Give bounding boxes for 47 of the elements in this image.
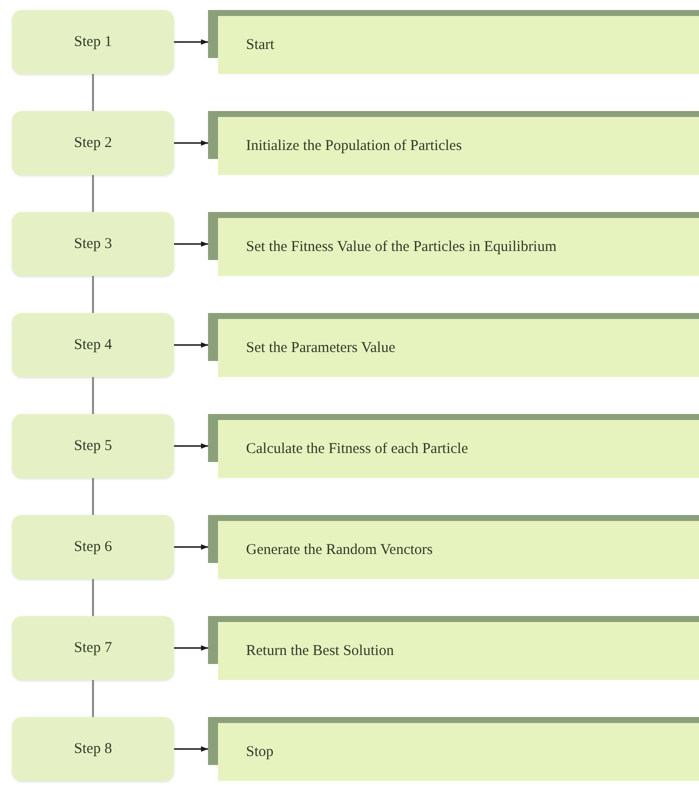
step-description: Start [246,36,274,54]
description-box [208,717,699,781]
connector-line [92,276,94,313]
step-description: Set the Parameters Value [246,340,396,356]
arrow [174,645,208,651]
step-label: Step 7 [74,640,112,656]
connector-line [92,680,94,717]
step-box [12,717,174,781]
description-box [208,111,699,175]
step-label: Step 5 [74,438,112,454]
arrow [174,39,208,45]
description-box [208,515,699,579]
connector-line [92,377,94,414]
connector-line [92,175,94,212]
step-description: Calculate the Fitness of each Particle [246,440,468,458]
step-description: Generate the Random Venctors [246,542,433,558]
description-box [208,10,699,74]
step-box [12,616,174,680]
description-box [208,616,699,680]
arrow [174,443,208,449]
arrow [174,140,208,146]
step-label: Step 4 [74,336,112,354]
step-label: Step 1 [74,34,112,50]
step-description: Stop [246,744,274,760]
description-box [208,414,699,478]
arrow [174,746,208,752]
step-label: Step 6 [74,538,112,556]
arrow [174,342,208,348]
step-box [12,212,174,276]
step-box [12,313,174,377]
description-box [208,313,699,377]
description-box [208,212,699,276]
step-description: Return the Best Solution [246,642,394,660]
step-box [12,111,174,175]
connector-line [92,478,94,515]
step-box [12,414,174,478]
step-description: Initialize the Population of Particles [246,138,462,154]
arrow [174,544,208,550]
step-label: Step 2 [74,134,112,152]
connector-line [92,579,94,616]
step-label: Step 8 [74,740,112,758]
step-box [12,10,174,74]
step-description: Set the Fitness Value of the Particles in Equilibrium [246,238,557,256]
step-label: Step 3 [74,236,112,252]
step-box [12,515,174,579]
connector-line [92,74,94,111]
arrow [174,241,208,247]
